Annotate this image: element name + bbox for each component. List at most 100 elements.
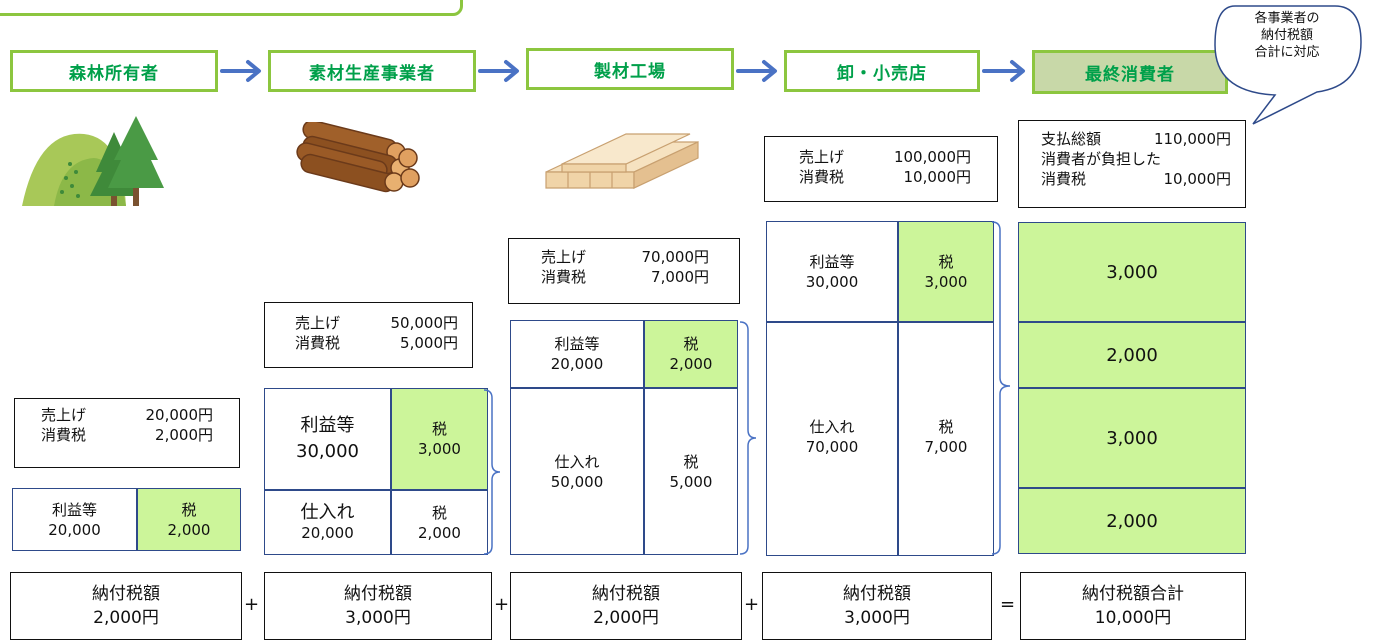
profit-value: 30,000 [805, 272, 859, 291]
operator-plus: + [244, 594, 260, 615]
tax-label: 税 [431, 420, 447, 438]
tax-segment: 2,000 [1018, 322, 1246, 388]
sales-label: 売上げ [799, 148, 845, 166]
purchase-cell: 仕入れ 50,000 [510, 388, 644, 555]
payment-value: 3,000円 [345, 608, 411, 628]
tax-label: 消費税 [541, 268, 587, 286]
profit-label: 利益等 [300, 415, 355, 436]
purchase-tax-label: 税 [683, 452, 699, 471]
profit-cell: 利益等 30,000 [766, 221, 898, 322]
purchase-value: 50,000 [550, 472, 604, 491]
tax-value: 7,000円 [651, 268, 709, 286]
tax-cell: 税 2,000 [137, 488, 241, 551]
purchase-tax-value: 7,000 [924, 438, 968, 456]
profit-value: 30,000 [296, 441, 359, 462]
stage-label: 素材生産事業者 [309, 63, 435, 84]
consumer-burden-label: 消費者が負担した [1041, 150, 1162, 168]
stage-forest-owner: 森林所有者 [10, 50, 218, 92]
tax-segment-value: 2,000 [1106, 510, 1158, 532]
stage-sawmill: 製材工場 [526, 48, 734, 90]
profit-cell: 利益等 20,000 [12, 488, 137, 551]
tax-cell: 税 3,000 [898, 221, 994, 322]
stage-final-consumer: 最終消費者 [1032, 50, 1228, 94]
purchase-value: 70,000 [805, 438, 859, 456]
payment-value: 3,000円 [844, 608, 910, 628]
purchase-value: 20,000 [301, 523, 354, 542]
tax-value: 3,000 [418, 440, 461, 458]
total-label: 納付税額合計 [1082, 584, 1184, 604]
stage-label: 卸・小売店 [837, 63, 927, 84]
forest-icon [22, 116, 164, 206]
profit-cell: 利益等 30,000 [264, 388, 391, 490]
callout-line: 合計に対応 [1254, 45, 1320, 60]
purchase-tax-value: 5,000 [669, 472, 713, 491]
stage-label: 最終消費者 [1085, 64, 1175, 85]
tax-segment-value: 2,000 [1106, 344, 1158, 366]
profit-label: 利益等 [554, 335, 600, 353]
purchase-tax-cell: 税 5,000 [644, 388, 738, 555]
profit-cell: 利益等 20,000 [510, 320, 644, 388]
purchase-tax-label: 税 [938, 418, 954, 436]
callout-line: 納付税額 [1260, 28, 1313, 43]
consumer-tax-value: 10,000円 [1163, 170, 1232, 188]
payment-label: 納付税額 [344, 584, 412, 604]
purchase-label: 仕入れ [300, 501, 355, 523]
consumer-tax-label: 消費税 [1041, 170, 1087, 188]
payment-label: 納付税額 [92, 584, 160, 604]
arrow-right-icon [220, 60, 261, 82]
sales-label: 売上げ [41, 406, 87, 424]
sales-label: 売上げ [541, 248, 587, 266]
sales-label: 売上げ [295, 314, 341, 332]
tax-segment-value: 3,000 [1106, 427, 1158, 449]
tax-value: 2,000 [167, 520, 211, 539]
sales-box-sawmill: 売上げ 70,000円 消費税 7,000円 [508, 238, 740, 304]
tax-cell: 税 2,000 [644, 320, 738, 388]
callout-line: 各事業者の [1254, 11, 1320, 26]
logs-icon [296, 122, 420, 193]
tax-label: 税 [683, 335, 699, 353]
tax-value: 10,000円 [903, 168, 972, 186]
tax-value: 3,000 [924, 272, 968, 291]
total-value: 10,000円 [1094, 608, 1172, 628]
sales-value: 20,000円 [145, 406, 214, 424]
arrow-right-icon [478, 60, 519, 82]
tax-cell: 税 3,000 [391, 388, 488, 490]
tax-value: 2,000円 [155, 426, 213, 444]
payment-box: 納付税額 3,000円 [264, 572, 492, 640]
arrow-right-icon [982, 60, 1025, 82]
sales-value: 50,000円 [390, 314, 459, 332]
purchase-tax-label: 税 [431, 503, 447, 522]
log-icon [300, 153, 404, 193]
payment-label: 納付税額 [592, 584, 660, 604]
stage-label: 森林所有者 [69, 63, 159, 84]
tax-segment: 3,000 [1018, 388, 1246, 488]
stage-retailer: 卸・小売店 [784, 50, 980, 92]
payment-value: 2,000円 [593, 608, 659, 628]
tax-segment-value: 3,000 [1106, 261, 1158, 283]
profit-value: 20,000 [550, 355, 604, 373]
tax-value: 2,000 [669, 355, 713, 373]
profit-label: 利益等 [51, 500, 97, 519]
purchase-cell: 仕入れ 70,000 [766, 322, 898, 556]
tax-label: 税 [181, 500, 197, 519]
purchase-cell: 仕入れ 20,000 [264, 490, 391, 555]
total-payment-box: 納付税額合計 10,000円 [1020, 572, 1246, 640]
profit-value: 20,000 [48, 520, 101, 539]
purchase-label: 仕入れ [554, 452, 600, 471]
lumber-icon [545, 133, 699, 189]
sales-value: 70,000円 [641, 248, 710, 266]
payment-box: 納付税額 3,000円 [762, 572, 992, 640]
purchase-tax-value: 2,000 [418, 523, 461, 542]
flow-arrows [220, 60, 1025, 82]
payment-box: 納付税額 2,000円 [510, 572, 742, 640]
operator-equals: = [1000, 594, 1016, 615]
stage-label: 製材工場 [594, 61, 666, 82]
total-paid-label: 支払総額 [1041, 130, 1102, 148]
top-frame [0, 0, 463, 16]
stage-material-producer: 素材生産事業者 [268, 50, 476, 92]
